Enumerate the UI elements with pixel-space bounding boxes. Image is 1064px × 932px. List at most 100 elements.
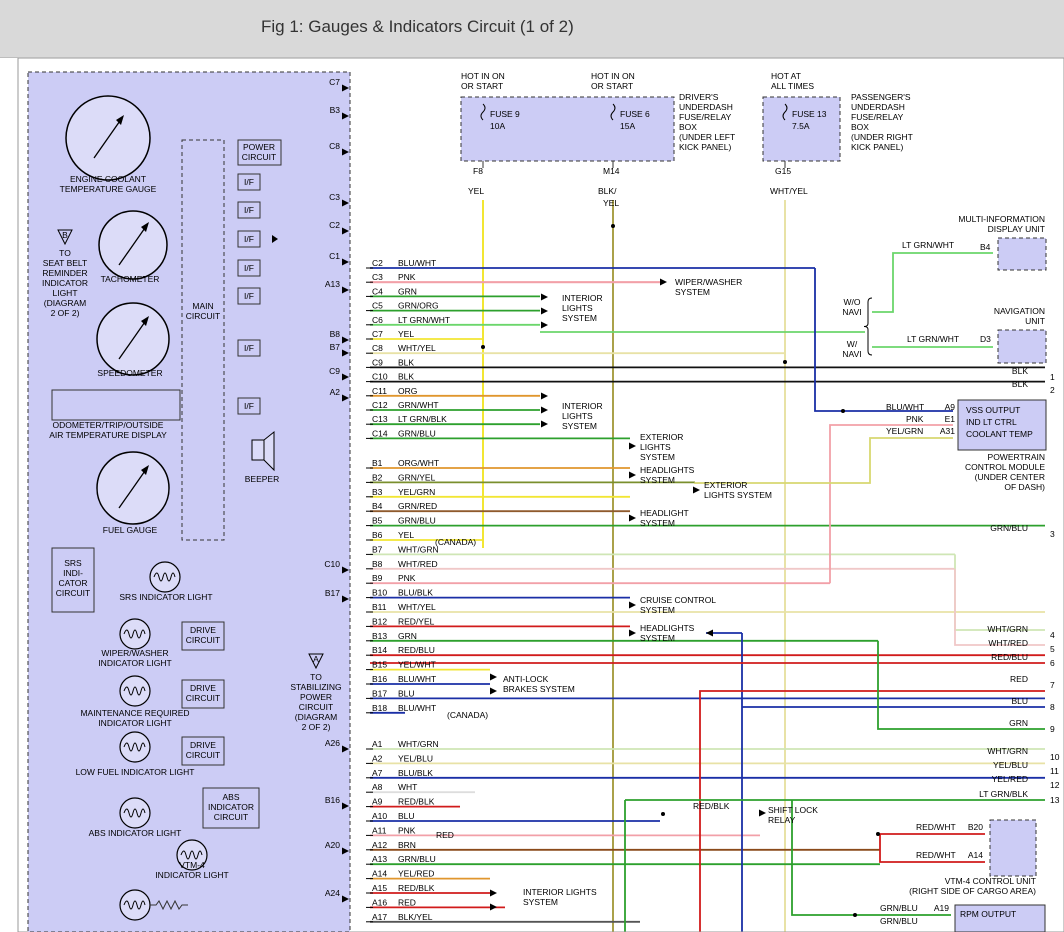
cluster-pin-label: C8 bbox=[329, 141, 340, 151]
vss-wire bbox=[814, 268, 953, 412]
drive-circuit-box bbox=[181, 736, 225, 766]
connector-wire-label: LT GRN/BLK bbox=[398, 414, 447, 424]
headlights-system-label: HEADLIGHTS bbox=[640, 465, 695, 475]
fuse-hot-label: HOT IN ON bbox=[461, 71, 505, 81]
exterior-system-label: EXTERIOR bbox=[640, 432, 683, 442]
connector-pin-label: B11 bbox=[372, 602, 387, 612]
connector-wire-label: PNK bbox=[398, 272, 416, 282]
drivers-box-label: FUSE/RELAY bbox=[679, 112, 732, 122]
splice-dot bbox=[661, 812, 665, 816]
connector-pin-label: A9 bbox=[372, 797, 383, 807]
connector-wire-label: PNK bbox=[398, 825, 416, 835]
cluster-pin-label: B7 bbox=[330, 342, 341, 352]
pin-arrow-icon bbox=[342, 227, 349, 235]
cluster-pin-label: B8 bbox=[330, 329, 341, 339]
vtm4-wire-label: RED/WHT bbox=[916, 850, 956, 860]
indicator-bulb-icon bbox=[119, 731, 151, 763]
fuse-wire-label: BLK/ bbox=[598, 186, 617, 196]
passengers-box-label: UNDERDASH bbox=[851, 102, 905, 112]
rpm-wire-label: GRN/BLU bbox=[880, 903, 918, 913]
main-circuit-label: CIRCUIT bbox=[186, 311, 220, 321]
interior-system-label: LIGHTS bbox=[562, 303, 593, 313]
mid-wire-label: LT GRN/WHT bbox=[902, 240, 954, 250]
offpage-wire-label: YEL/BLU bbox=[993, 760, 1028, 770]
navi-unit-label: UNIT bbox=[1025, 316, 1045, 326]
connector-wire-label: BLU/WHT bbox=[398, 703, 436, 713]
cluster-pin-label: A2 bbox=[330, 387, 341, 397]
connector-pin-label: A2 bbox=[372, 753, 383, 763]
interior-arrow-icon bbox=[541, 420, 548, 428]
vtm4-pin-label: A14 bbox=[968, 850, 983, 860]
interior-arrow-icon bbox=[541, 406, 548, 414]
offpage-wire-label: BLU bbox=[1011, 696, 1028, 706]
connector-pin-label: A16 bbox=[372, 897, 387, 907]
connector-wire-label: BLU bbox=[398, 688, 415, 698]
connector-wire-label: RED/BLK bbox=[398, 883, 435, 893]
srs-circuit-label: CATOR bbox=[59, 578, 88, 588]
offpage-number: 5 bbox=[1050, 644, 1055, 654]
indicator-bulb-icon-filament bbox=[123, 629, 146, 639]
connector-wire-label: YEL/GRN bbox=[398, 487, 435, 497]
offpage-number: 4 bbox=[1050, 630, 1055, 640]
canada-note: (CANADA) bbox=[447, 710, 488, 720]
indicator-bulb-icon-filament bbox=[123, 686, 146, 696]
interior-system-label: INTERIOR LIGHTS bbox=[523, 887, 597, 897]
cluster-pin-label: C3 bbox=[329, 192, 340, 202]
offpage-number: 9 bbox=[1050, 724, 1055, 734]
seat-belt-reference-icon bbox=[57, 229, 73, 246]
if-box bbox=[237, 201, 261, 219]
connector-wire-label: RED/BLU bbox=[398, 645, 435, 655]
fuel-gauge-gauge-needle bbox=[118, 467, 148, 509]
indicator-light-label: VTM-4 bbox=[179, 860, 205, 870]
connector-wire-label: BRN bbox=[398, 840, 416, 850]
wire bbox=[954, 568, 1045, 646]
pin-arrow-icon bbox=[342, 373, 349, 381]
connector-pin-label: C6 bbox=[372, 315, 383, 325]
pin-arrow-icon bbox=[342, 847, 349, 855]
stabilizing-reference-label: CIRCUIT bbox=[299, 702, 333, 712]
pcm-box bbox=[957, 399, 1047, 451]
connector-pin-label: C12 bbox=[372, 400, 388, 410]
drivers-fuse-box bbox=[460, 96, 675, 162]
navi-pin-label: D3 bbox=[980, 334, 991, 344]
seat-belt-reference-label: INDICATOR bbox=[42, 278, 88, 288]
connector-pin-label: A15 bbox=[372, 883, 387, 893]
abs-circuit-label: INDICATOR bbox=[208, 802, 254, 812]
if-label: I/F bbox=[244, 263, 254, 273]
interior-arrow-icon bbox=[490, 903, 497, 911]
fuse-hot-label: ALL TIMES bbox=[771, 81, 814, 91]
mid-unit-box bbox=[997, 237, 1047, 271]
connector-pin-label: A11 bbox=[372, 825, 387, 835]
connector-pin-label: A10 bbox=[372, 811, 387, 821]
connector-pin-label: B5 bbox=[372, 516, 383, 526]
fuse-hot-label: HOT AT bbox=[771, 71, 801, 81]
coolant-wire bbox=[694, 437, 953, 484]
seat-belt-reference-label: SEAT BELT bbox=[43, 258, 87, 268]
indicator-light-label: WIPER/WASHER bbox=[101, 648, 168, 658]
cluster-pin-label: A13 bbox=[325, 279, 340, 289]
pin-arrow-icon bbox=[342, 286, 349, 294]
connector-wire-label: WHT/YEL bbox=[398, 602, 436, 612]
fuse-pin-label: M14 bbox=[603, 166, 620, 176]
indicator-light-label: INDICATOR LIGHT bbox=[155, 870, 228, 880]
engine-coolant-gauge-gauge-arrow-icon bbox=[116, 115, 124, 125]
pcm-label: OF DASH) bbox=[1004, 482, 1045, 492]
srs-circuit-box bbox=[51, 547, 95, 613]
shiftlock-wire-label: RED/BLK bbox=[693, 801, 730, 811]
wiper-arrow-icon bbox=[660, 278, 667, 286]
connector-pin-label: A1 bbox=[372, 739, 383, 749]
interior-system-label: SYSTEM bbox=[562, 421, 597, 431]
cluster-pin-label: A20 bbox=[325, 840, 340, 850]
drivers-box-label: (UNDER LEFT bbox=[679, 132, 735, 142]
power-circuit-label: CIRCUIT bbox=[242, 152, 276, 162]
pin-arrow-icon bbox=[342, 199, 349, 207]
pin-arrow-icon bbox=[342, 84, 349, 92]
fuse-name: FUSE 9 bbox=[490, 109, 520, 119]
offpage-number: 1 bbox=[1050, 372, 1055, 382]
cruise-system-label: CRUISE CONTROL bbox=[640, 595, 716, 605]
fuse-icon bbox=[610, 103, 616, 121]
pcm-label: (UNDER CENTER bbox=[975, 472, 1045, 482]
if-label: I/F bbox=[244, 205, 254, 215]
headlights-system-label: HEADLIGHTS bbox=[640, 623, 695, 633]
